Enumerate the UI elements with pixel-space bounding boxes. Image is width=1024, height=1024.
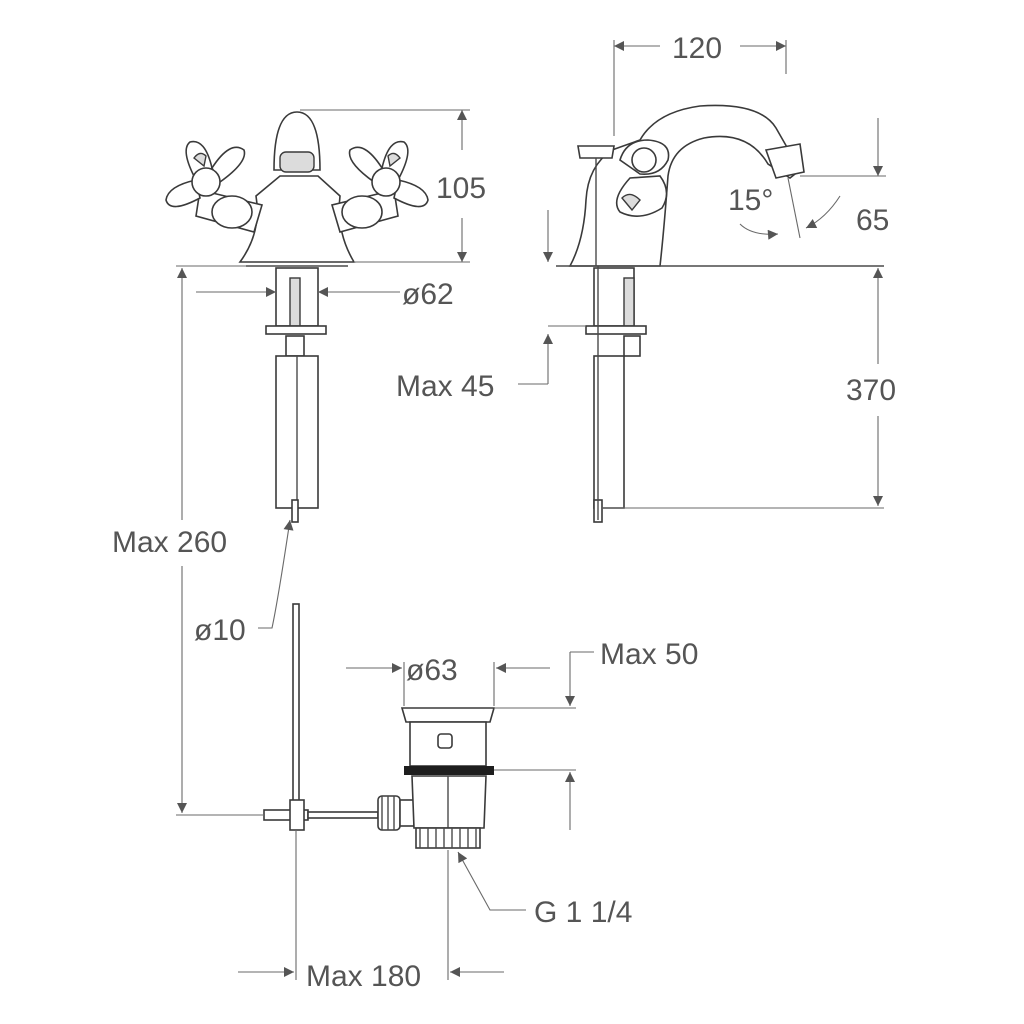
right-cross-handle [348, 140, 429, 208]
label-max-45: Max 45 [396, 370, 494, 403]
label-max-180: Max 180 [306, 960, 421, 993]
label-max-260: Max 260 [112, 526, 227, 559]
dimension-lines [176, 40, 886, 980]
label-105: 105 [436, 172, 486, 205]
front-view-faucet [165, 111, 429, 523]
label-370: 370 [846, 374, 896, 407]
side-view-faucet [556, 104, 884, 523]
popup-waste-assembly [263, 603, 496, 849]
label-d10: ø10 [194, 614, 246, 647]
waste-seal [404, 766, 494, 775]
label-d63: ø63 [406, 654, 458, 687]
label-15-degrees: 15° [728, 184, 773, 217]
dimension-labels: 120 105 15° 65 ø62 Max 45 370 Max 260 ø1… [112, 32, 896, 993]
label-max-50: Max 50 [600, 638, 698, 671]
left-cross-handle [165, 140, 246, 208]
label-d62: ø62 [402, 278, 454, 311]
label-g-1-1-4: G 1 1/4 [534, 896, 632, 929]
label-65: 65 [856, 204, 889, 237]
label-120: 120 [672, 32, 722, 65]
